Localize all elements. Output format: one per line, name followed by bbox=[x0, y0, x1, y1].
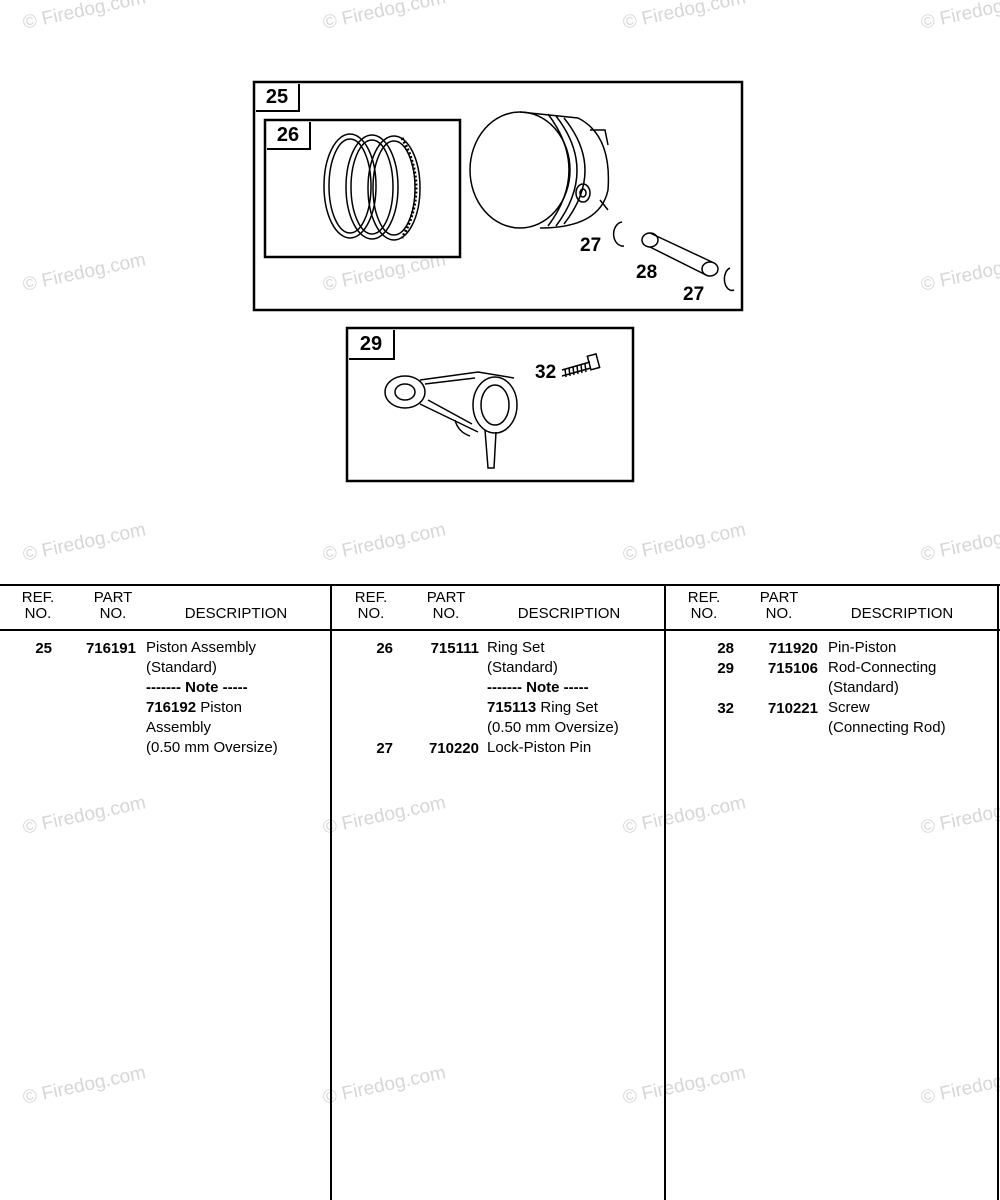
header-ref: REF. NO. bbox=[351, 590, 391, 622]
row-part-number: 711920 bbox=[768, 640, 818, 657]
row-ref: 25 bbox=[35, 640, 52, 657]
connecting-rod-box bbox=[345, 326, 635, 483]
description-line: (Standard) bbox=[828, 679, 899, 696]
callout-25: 25 bbox=[256, 84, 300, 112]
header-ref: REF. NO. bbox=[18, 590, 58, 622]
description-line: (Standard) bbox=[146, 659, 217, 676]
connecting-rod-drawing bbox=[384, 371, 518, 469]
callout-28: 28 bbox=[636, 262, 658, 283]
note-label: ------- Note ----- bbox=[487, 679, 589, 696]
header-description: DESCRIPTION bbox=[850, 605, 954, 622]
callout-27-b: 27 bbox=[683, 284, 705, 305]
header-ref: REF. NO. bbox=[684, 590, 724, 622]
header-ref-line2: NO. bbox=[690, 605, 718, 622]
description-line: (Standard) bbox=[487, 659, 558, 676]
description-line: Rod-Connecting bbox=[828, 659, 937, 676]
watermark: © Firedog.com bbox=[621, 519, 748, 566]
description-line: (0.50 mm Oversize) bbox=[487, 719, 619, 736]
header-ref-line1: REF. bbox=[354, 589, 388, 606]
ring-set-box bbox=[263, 118, 462, 259]
row-part-number: 710220 bbox=[428, 740, 479, 757]
description-line: Screw bbox=[828, 699, 870, 716]
header-ref-line1: REF. bbox=[21, 589, 55, 606]
watermark: © Firedog.com bbox=[21, 519, 148, 566]
row-description: Ring Set (Standard) ------- Note ----- 7… bbox=[487, 638, 619, 738]
header-part: PART NO. bbox=[421, 590, 471, 622]
header-ref-line2: NO. bbox=[357, 605, 385, 622]
row-description: Piston Assembly (Standard) ------- Note … bbox=[146, 638, 278, 758]
note-part-number: 716192 bbox=[146, 699, 197, 716]
description-line: (Connecting Rod) bbox=[828, 719, 946, 736]
description-line: Pin-Piston bbox=[828, 639, 897, 656]
piston-assembly-box bbox=[252, 80, 744, 312]
row-part-number: 710221 bbox=[767, 700, 818, 717]
header-part-line2: NO. bbox=[765, 605, 793, 622]
callout-26: 26 bbox=[267, 122, 311, 150]
row-part-number: 715106 bbox=[767, 660, 818, 677]
note-label: ------- Note ----- bbox=[146, 679, 248, 696]
header-part-line2: NO. bbox=[432, 605, 460, 622]
header-part-line1: PART bbox=[426, 589, 466, 606]
header-description: DESCRIPTION bbox=[184, 605, 288, 622]
description-line: Ring Set bbox=[487, 639, 545, 656]
row-description: Screw (Connecting Rod) bbox=[828, 698, 946, 738]
header-part: PART NO. bbox=[88, 590, 138, 622]
header-part-line1: PART bbox=[759, 589, 799, 606]
lock-ring-drawing-b bbox=[723, 267, 735, 292]
row-ref: 27 bbox=[376, 740, 393, 757]
screw-drawing bbox=[561, 353, 601, 378]
row-description: Rod-Connecting (Standard) bbox=[828, 658, 936, 698]
callout-29: 29 bbox=[349, 330, 395, 360]
description-line: Ring Set bbox=[540, 699, 598, 716]
row-part-number: 715111 bbox=[430, 640, 479, 657]
piston-rings-drawing bbox=[323, 133, 421, 241]
row-ref: 26 bbox=[376, 640, 393, 657]
description-line: Piston bbox=[200, 699, 242, 716]
parts-diagram bbox=[252, 80, 744, 483]
header-ref-line2: NO. bbox=[24, 605, 52, 622]
callout-27-a: 27 bbox=[580, 235, 602, 256]
description-line: Assembly bbox=[146, 719, 212, 736]
row-ref: 28 bbox=[717, 640, 734, 657]
description-line: Piston Assembly bbox=[146, 639, 257, 656]
lock-ring-drawing-a bbox=[612, 221, 625, 247]
header-part-line2: NO. bbox=[99, 605, 127, 622]
parts-table: REF. NO. PART NO. DESCRIPTION REF. NO. P… bbox=[0, 584, 1000, 1200]
description-line: (0.50 mm Oversize) bbox=[146, 739, 278, 756]
row-description: Lock-Piston Pin bbox=[487, 738, 591, 758]
note-part-number: 715113 bbox=[487, 699, 537, 716]
watermark: © Firedog.com bbox=[321, 519, 448, 566]
header-description: DESCRIPTION bbox=[517, 605, 621, 622]
row-description: Pin-Piston bbox=[828, 638, 896, 658]
header-part: PART NO. bbox=[754, 590, 804, 622]
header-part-line1: PART bbox=[93, 589, 133, 606]
piston-pin-drawing bbox=[641, 232, 719, 277]
row-ref: 32 bbox=[717, 700, 734, 717]
header-ref-line1: REF. bbox=[687, 589, 721, 606]
row-ref: 29 bbox=[717, 660, 734, 677]
watermark: © Firedog.com bbox=[919, 519, 1000, 566]
piston-drawing bbox=[469, 111, 610, 229]
row-part-number: 716191 bbox=[85, 640, 136, 657]
description-line: Lock-Piston Pin bbox=[487, 739, 592, 756]
callout-32: 32 bbox=[535, 362, 557, 383]
